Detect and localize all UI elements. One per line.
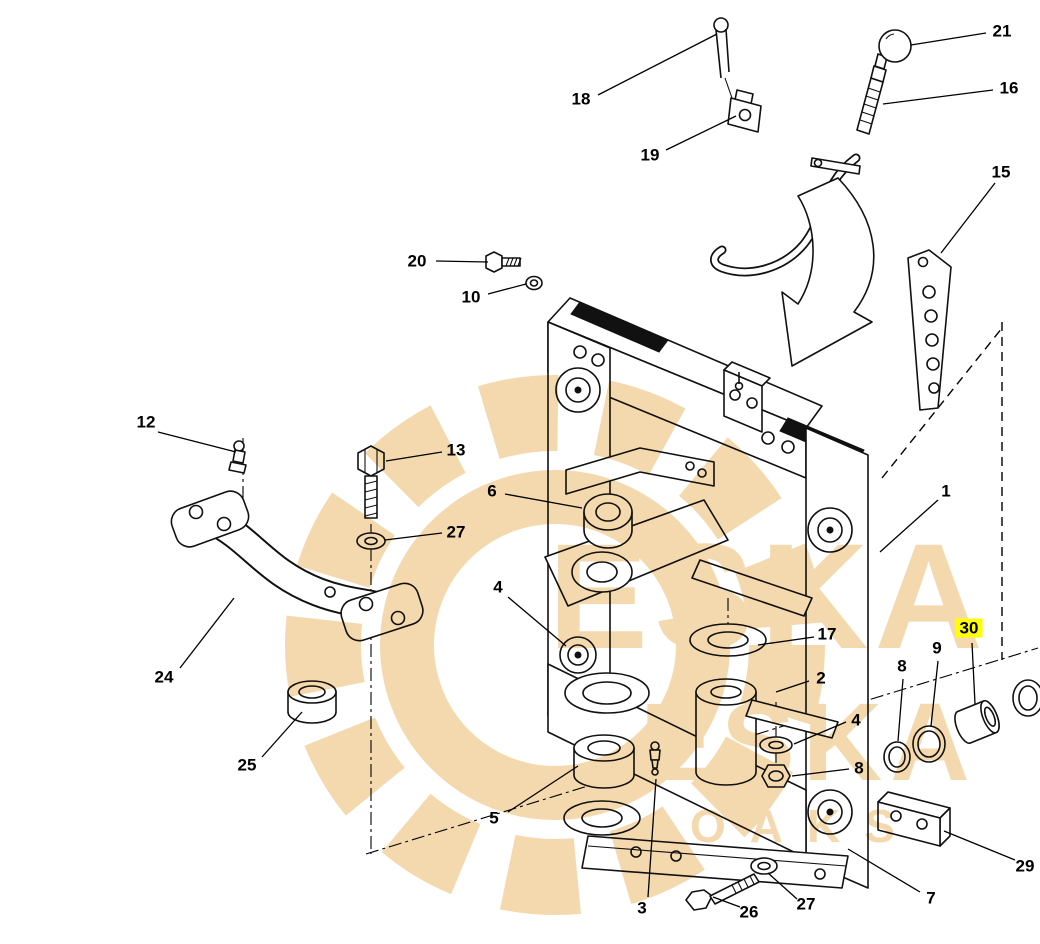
leader-16 (882, 89, 994, 105)
leader-19 (665, 115, 737, 151)
callout-30-highlighted: 30 (955, 618, 983, 638)
callout-4-right: 4 (851, 710, 861, 730)
leader-18 (597, 33, 718, 96)
callout-13: 13 (446, 440, 466, 460)
callout-10: 10 (461, 287, 481, 307)
leader-20 (435, 260, 489, 263)
part-19-bracket (724, 77, 762, 133)
callout-25: 25 (237, 755, 257, 775)
callout-20: 20 (407, 251, 427, 271)
leader-7 (847, 848, 921, 893)
direction-arrow (781, 177, 875, 367)
part-18-cotter-pin (713, 17, 730, 79)
leader-8a (897, 678, 904, 742)
leader-21 (910, 32, 987, 46)
leader-15 (940, 182, 996, 254)
part-9-ring (912, 725, 946, 763)
boundary-dash-lines (881, 322, 1003, 660)
leader-9 (930, 660, 939, 727)
callout-8-right: 8 (854, 758, 864, 778)
part-21-knob (878, 29, 912, 63)
part-15-strap (907, 249, 952, 411)
callout-18: 18 (571, 89, 591, 109)
callout-19: 19 (640, 145, 660, 165)
callout-27-top: 27 (446, 522, 466, 542)
callout-21: 21 (992, 21, 1012, 41)
callout-26: 26 (739, 902, 759, 922)
callout-12: 12 (136, 412, 156, 432)
callout-7: 7 (926, 888, 936, 908)
callout-1: 1 (941, 481, 951, 501)
part-20-bolt (485, 251, 522, 273)
leader-12 (157, 431, 237, 453)
callout-5: 5 (489, 808, 499, 828)
part-29-block (877, 791, 951, 847)
callout-16: 16 (999, 78, 1019, 98)
leader-24 (179, 597, 235, 669)
callout-27-bottom: 27 (796, 894, 816, 914)
shift-lever (710, 153, 861, 277)
part-8-ring (883, 741, 911, 773)
callout-9: 9 (932, 638, 942, 658)
callout-6: 6 (487, 481, 497, 501)
edge-ring (1012, 679, 1040, 717)
callout-17: 17 (817, 624, 837, 644)
part-30-bushing (954, 699, 1000, 745)
callout-3: 3 (637, 898, 647, 918)
callout-15: 15 (991, 162, 1011, 182)
part-12-fitting (228, 440, 247, 474)
part-10-washer (525, 275, 543, 291)
leader-30 (971, 642, 976, 705)
callout-4-left: 4 (493, 577, 503, 597)
leader-10 (487, 283, 527, 295)
leader-29 (943, 830, 1016, 861)
leader-1 (879, 499, 939, 553)
callout-24: 24 (154, 667, 174, 687)
callout-29: 29 (1015, 856, 1035, 876)
callout-2: 2 (816, 668, 826, 688)
callout-8-top: 8 (897, 656, 907, 676)
